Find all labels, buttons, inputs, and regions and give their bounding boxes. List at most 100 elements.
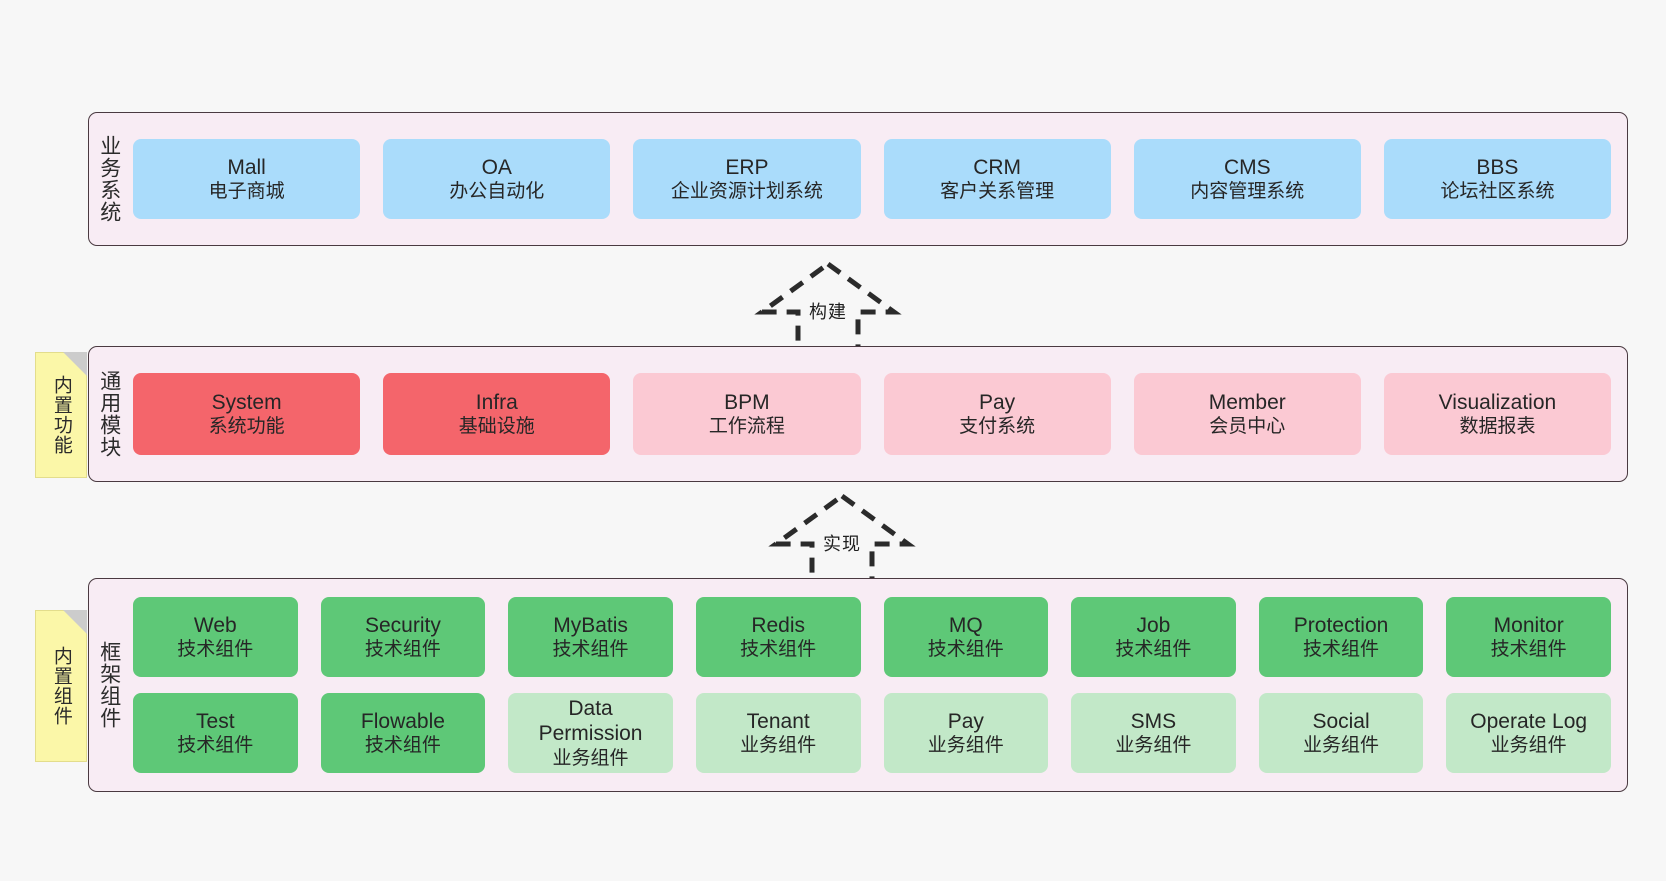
card-title-en: Visualization xyxy=(1438,390,1557,414)
card-title-en: Operate Log xyxy=(1470,709,1588,733)
layer-common-module: 通用模块 System 系统功能 Infra 基础设施 BPM 工作流程 Pay… xyxy=(88,346,1628,482)
card-title-en: Mall xyxy=(227,155,266,179)
card-operate-log[interactable]: Operate Log 业务组件 xyxy=(1446,693,1611,773)
card-title-cn: 支付系统 xyxy=(959,416,1036,438)
card-redis[interactable]: Redis 技术组件 xyxy=(695,597,861,677)
note-builtin-component-label: 内置组件 xyxy=(50,646,72,726)
card-sms[interactable]: SMS 业务组件 xyxy=(1071,693,1236,773)
card-title-en: Flowable xyxy=(360,709,445,733)
card-social[interactable]: Social 业务组件 xyxy=(1258,693,1424,773)
layer-framework-component-label: 框架组件 xyxy=(97,641,121,729)
card-title-en: CRM xyxy=(973,155,1022,179)
card-tenant[interactable]: Tenant 业务组件 xyxy=(695,693,861,773)
layer-framework-component-body: Web 技术组件 Security 技术组件 MyBatis 技术组件 Redi… xyxy=(129,579,1627,791)
card-title-en: ERP xyxy=(725,155,769,179)
card-bbs[interactable]: BBS 论坛社区系统 xyxy=(1383,139,1612,219)
card-erp[interactable]: ERP 企业资源计划系统 xyxy=(633,139,861,219)
note-builtin-component: 内置组件 xyxy=(35,610,87,762)
card-row: Test 技术组件 Flowable 技术组件 Data Permission … xyxy=(133,693,1611,773)
card-title-en: Infra xyxy=(475,390,518,414)
layer-common-module-body: System 系统功能 Infra 基础设施 BPM 工作流程 Pay 支付系统… xyxy=(129,347,1627,481)
card-mall[interactable]: Mall 电子商城 xyxy=(133,139,361,219)
card-title-cn: 技术组件 xyxy=(1490,639,1567,661)
card-title-cn: 论坛社区系统 xyxy=(1440,181,1555,203)
card-title-en: BPM xyxy=(724,390,770,414)
card-system[interactable]: System 系统功能 xyxy=(133,373,361,455)
card-monitor[interactable]: Monitor 技术组件 xyxy=(1446,597,1611,677)
card-title-en: MyBatis xyxy=(553,613,628,637)
card-title-en: Web xyxy=(193,613,237,637)
layer-common-module-label: 通用模块 xyxy=(97,370,121,458)
card-title-en: Monitor xyxy=(1493,613,1564,637)
card-row: System 系统功能 Infra 基础设施 BPM 工作流程 Pay 支付系统… xyxy=(133,373,1612,455)
card-title-cn: 系统功能 xyxy=(208,416,285,438)
arrow-build-label: 构建 xyxy=(809,302,847,322)
card-title-cn: 业务组件 xyxy=(927,735,1004,757)
card-security[interactable]: Security 技术组件 xyxy=(320,597,486,677)
card-data-permission[interactable]: Data Permission 业务组件 xyxy=(508,693,673,773)
card-title-cn: 技术组件 xyxy=(927,639,1004,661)
card-infra[interactable]: Infra 基础设施 xyxy=(383,373,611,455)
card-title-en: BBS xyxy=(1476,155,1519,179)
card-title-cn: 电子商城 xyxy=(208,181,285,203)
card-title-cn: 办公自动化 xyxy=(449,181,545,203)
card-title-cn: 企业资源计划系统 xyxy=(670,181,823,203)
layer-business-system-body: Mall 电子商城 OA 办公自动化 ERP 企业资源计划系统 CRM 客户关系… xyxy=(129,113,1627,245)
card-title-en: Protection xyxy=(1293,613,1389,637)
card-oa[interactable]: OA 办公自动化 xyxy=(383,139,611,219)
card-title-en: Social xyxy=(1312,709,1370,733)
card-title-cn: 业务组件 xyxy=(1303,735,1380,757)
card-cms[interactable]: CMS 内容管理系统 xyxy=(1133,139,1361,219)
card-title-cn: 技术组件 xyxy=(1303,639,1380,661)
card-title-en: MQ xyxy=(948,613,983,637)
card-title-cn: 内容管理系统 xyxy=(1190,181,1305,203)
card-title-cn: 业务组件 xyxy=(552,748,629,770)
layer-business-system: 业务系统 Mall 电子商城 OA 办公自动化 ERP 企业资源计划系统 CRM… xyxy=(88,112,1628,246)
card-title-en: Security xyxy=(365,613,441,637)
card-title-en: Tenant xyxy=(746,709,810,733)
card-protection[interactable]: Protection 技术组件 xyxy=(1258,597,1424,677)
card-title-en: Member xyxy=(1208,390,1286,414)
card-title-cn: 会员中心 xyxy=(1209,416,1286,438)
card-member[interactable]: Member 会员中心 xyxy=(1133,373,1361,455)
card-pay-module[interactable]: Pay 支付系统 xyxy=(883,373,1111,455)
card-test[interactable]: Test 技术组件 xyxy=(133,693,298,773)
card-flowable[interactable]: Flowable 技术组件 xyxy=(320,693,486,773)
card-title-cn: 业务组件 xyxy=(1490,735,1567,757)
card-title-cn: 技术组件 xyxy=(364,735,441,757)
layer-framework-component: 框架组件 Web 技术组件 Security 技术组件 MyBatis 技术组件… xyxy=(88,578,1628,792)
card-mybatis[interactable]: MyBatis 技术组件 xyxy=(508,597,673,677)
arrow-implement-label: 实现 xyxy=(823,534,861,554)
card-job[interactable]: Job 技术组件 xyxy=(1071,597,1236,677)
card-title-cn: 数据报表 xyxy=(1459,416,1536,438)
card-title-cn: 技术组件 xyxy=(177,735,254,757)
card-bpm[interactable]: BPM 工作流程 xyxy=(633,373,861,455)
card-title-cn: 技术组件 xyxy=(552,639,629,661)
card-title-cn: 业务组件 xyxy=(740,735,817,757)
card-title-en: SMS xyxy=(1130,709,1177,733)
card-title-cn: 工作流程 xyxy=(708,416,785,438)
card-title-en: Pay xyxy=(979,390,1016,414)
card-title-cn: 业务组件 xyxy=(1115,735,1192,757)
card-title-en: CMS xyxy=(1223,155,1271,179)
card-title-cn: 技术组件 xyxy=(740,639,817,661)
card-title-en: System xyxy=(211,390,282,414)
card-title-en: OA xyxy=(481,155,512,179)
card-crm[interactable]: CRM 客户关系管理 xyxy=(883,139,1111,219)
card-pay-component[interactable]: Pay 业务组件 xyxy=(883,693,1049,773)
card-title-cn: 技术组件 xyxy=(364,639,441,661)
layer-business-system-label: 业务系统 xyxy=(97,135,121,223)
card-mq[interactable]: MQ 技术组件 xyxy=(883,597,1049,677)
card-title-cn: 客户关系管理 xyxy=(940,181,1055,203)
card-web[interactable]: Web 技术组件 xyxy=(133,597,298,677)
card-title-cn: 基础设施 xyxy=(458,416,535,438)
card-title-en: Job xyxy=(1136,613,1171,637)
card-visualization[interactable]: Visualization 数据报表 xyxy=(1383,373,1612,455)
arrow-build: 构建 xyxy=(754,258,902,353)
arrow-implement: 实现 xyxy=(768,490,916,585)
card-title-en: Pay xyxy=(947,709,984,733)
card-title-cn: 技术组件 xyxy=(177,639,254,661)
card-title-en: Redis xyxy=(751,613,806,637)
note-builtin-function-label: 内置功能 xyxy=(50,375,72,455)
